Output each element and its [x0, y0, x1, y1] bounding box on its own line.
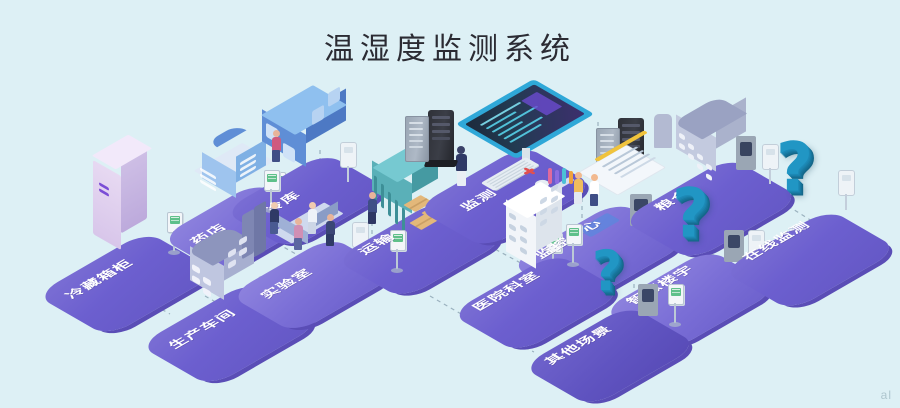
question-mark-icon: ?: [672, 174, 710, 254]
question-mark-icon: ?: [776, 128, 814, 208]
question-mark-icon: ?: [592, 240, 623, 304]
page-title: 温湿度监测系统: [324, 32, 576, 67]
watermark: al: [880, 388, 892, 402]
